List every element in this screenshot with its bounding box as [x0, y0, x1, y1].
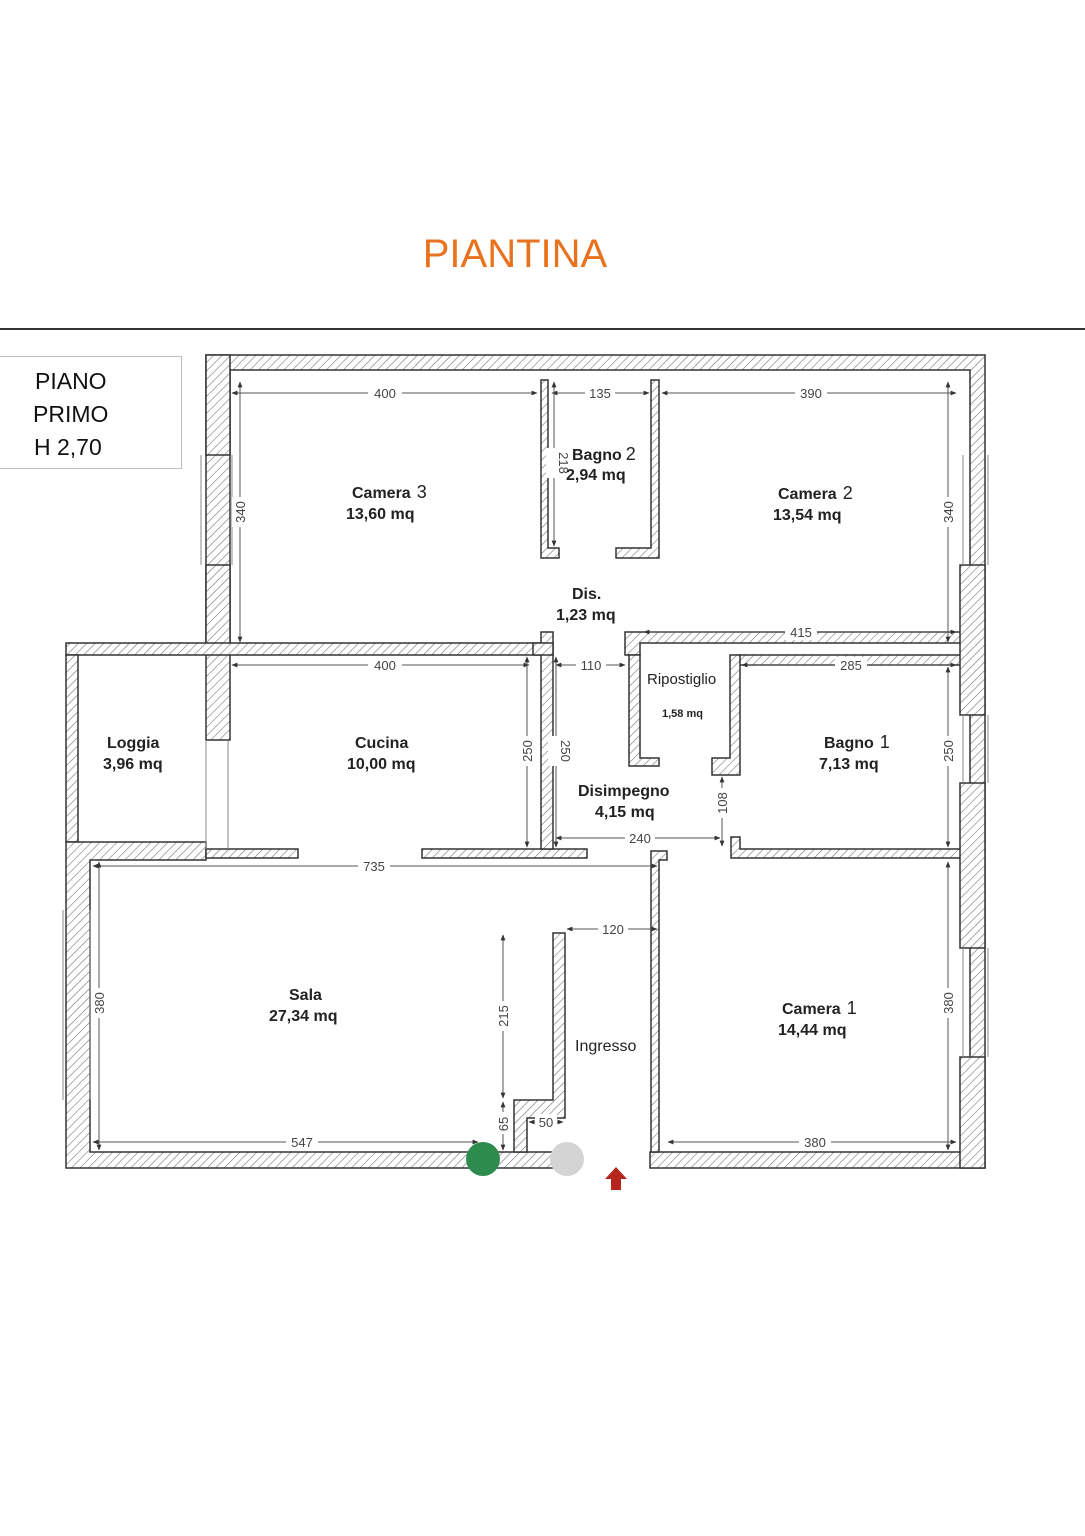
wall-loggia-left: [65, 654, 79, 843]
room-ripostiglio-area: 1,58 mq: [662, 708, 703, 720]
dim-camera3-height: 340: [233, 501, 248, 523]
dim-ingresso-width: 120: [602, 922, 624, 937]
dim-wall-width: 50: [539, 1115, 553, 1130]
wall-camera1-left: [650, 850, 668, 1153]
room-ripostiglio: Ripostiglio: [647, 671, 716, 688]
wall-cucina-bottom-right: [421, 848, 588, 859]
wall-bagno2-right: [615, 379, 660, 559]
dim-camera1-width: 380: [804, 1135, 826, 1150]
wall-loggia-top: [65, 642, 549, 656]
dim-disimpegno-height: 108: [715, 792, 730, 814]
dim-bagno1-width: 285: [840, 658, 862, 673]
dim-disimpegno-width: 240: [629, 831, 651, 846]
dim-bagno2-height: 218: [556, 452, 571, 474]
room-cucina-area: 10,00 mq: [347, 756, 415, 773]
walls: [65, 354, 986, 1169]
wall-top-left: [205, 354, 231, 456]
room-bagno2-area: 2,94 mq: [566, 467, 626, 484]
dim-sala-width: 735: [363, 859, 385, 874]
dim-camera1-height: 380: [941, 992, 956, 1014]
floor-info-line3: H 2,70: [34, 434, 102, 460]
room-loggia-area: 3,96 mq: [103, 756, 163, 773]
dim-camera2-height: 340: [941, 501, 956, 523]
grey-marker-icon[interactable]: [550, 1142, 584, 1176]
entry-arrow-icon: [605, 1167, 627, 1190]
wall-right-mid: [959, 782, 986, 949]
wall-cucina-bottom-left: [205, 848, 299, 859]
green-marker-icon[interactable]: [466, 1142, 500, 1176]
dim-cucina-width: 400: [374, 658, 396, 673]
room-cucina: Cucina: [355, 735, 408, 752]
wall-bagno1-bottom: [730, 836, 971, 859]
room-camera3-area: 13,60 mq: [346, 506, 414, 523]
room-camera2-area: 13,54 mq: [773, 507, 841, 524]
room-ingresso: Ingresso: [575, 1038, 636, 1055]
dim-camera2-width: 390: [800, 386, 822, 401]
floor-info-line2: PRIMO: [33, 401, 109, 427]
dim-sala-height: 380: [92, 992, 107, 1014]
floor-info-line1: PIANO: [35, 368, 107, 394]
dim-bagno2-width: 135: [589, 386, 611, 401]
wall-cucina-right-top: [532, 642, 554, 656]
room-disimpegno-area: 4,15 mq: [595, 804, 655, 821]
wall-rip-right: [711, 654, 741, 776]
dim-wall-height-2: 65: [496, 1117, 511, 1131]
windows: [62, 455, 989, 1100]
wall-sala-left: [65, 841, 481, 1169]
title-divider: [0, 328, 1085, 330]
room-loggia: Loggia: [107, 735, 160, 752]
dim-dis-width: 110: [581, 658, 602, 673]
room-dis-area: 1,23 mq: [556, 607, 616, 624]
wall-rip-left: [628, 654, 660, 767]
page-title: PIANTINA: [422, 232, 608, 276]
wall-right-lower: [959, 1056, 986, 1169]
room-bagno1-area: 7,13 mq: [819, 756, 879, 773]
dim-sala-bottom: 547: [291, 1135, 313, 1150]
room-disimpegno: Disimpegno: [578, 783, 670, 800]
room-sala: Sala: [289, 987, 322, 1004]
dim-cucina-height-2: 250: [558, 740, 573, 762]
dim-wall-height: 215: [496, 1005, 511, 1027]
dim-camera3-width: 400: [374, 386, 396, 401]
wall-ingresso: [513, 932, 566, 1153]
wall-bagno2-left: [540, 379, 560, 559]
dim-rip-bagno-width: 415: [790, 625, 812, 640]
wall-cucina-right: [540, 631, 554, 850]
dim-bagno1-height: 250: [941, 740, 956, 762]
room-dis: Dis.: [572, 586, 601, 603]
dimension-labels: 400 135 390 340 218 340 415 400 110 285 …: [91, 385, 956, 1150]
wall-right-upper: [959, 564, 986, 716]
room-camera1-area: 14,44 mq: [778, 1022, 846, 1039]
dim-cucina-height: 250: [520, 740, 535, 762]
floor-info-box: PIANO PRIMO H 2,70: [0, 356, 182, 469]
room-sala-area: 27,34 mq: [269, 1008, 337, 1025]
